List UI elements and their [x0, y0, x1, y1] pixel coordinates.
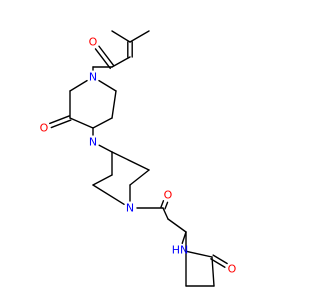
- bond-c3-me2: [129, 30, 150, 43]
- bond-c16-c17: [129, 169, 150, 186]
- bond-c14-c15: [92, 174, 113, 186]
- bond-c11-o2-a: [49, 115, 70, 125]
- bond-c5-o1-b: [94, 48, 111, 70]
- bond-c18-o3-b: [160, 200, 165, 208]
- bond-c9-c10: [92, 117, 113, 129]
- atom-label-n3: N: [126, 202, 134, 215]
- bond-n2-c13: [98, 144, 113, 153]
- bond-c21-o4-b: [212, 254, 228, 265]
- bond-c5-o1-a: [98, 45, 115, 67]
- bond-n1-c8: [98, 79, 117, 92]
- atom-label-layer: O O O O N N N HN: [40, 36, 237, 276]
- bond-c21-o4-a: [210, 258, 226, 268]
- bond-c18-c19: [162, 207, 169, 220]
- bond-c18-o3-a: [164, 201, 169, 210]
- molecule-structure-diagram: O O O O N N N HN: [40, 30, 237, 287]
- bond-layer: [49, 30, 228, 287]
- bond-c19-c20: [167, 218, 187, 233]
- bond-c8-c9: [111, 90, 117, 119]
- bond-c4-c5: [111, 56, 131, 68]
- bond-c17-c13: [111, 151, 150, 171]
- bond-c12-n1: [69, 79, 88, 92]
- bond-c15-n3: [92, 184, 125, 206]
- atom-label-o4: O: [228, 263, 237, 276]
- atom-label-o2: O: [40, 122, 49, 135]
- bond-c21-c22: [211, 256, 215, 287]
- atom-label-o3: O: [164, 189, 173, 202]
- bond-c11-o2-b: [50, 119, 72, 129]
- atom-label-nh: HN: [172, 244, 189, 257]
- atom-label-n1: N: [89, 71, 97, 84]
- atom-label-o1: O: [89, 36, 98, 49]
- bond-c3-me1: [111, 30, 131, 43]
- bond-nh-c21: [186, 250, 213, 258]
- atom-label-n2: N: [89, 136, 97, 149]
- bond-c10-c11: [69, 117, 94, 129]
